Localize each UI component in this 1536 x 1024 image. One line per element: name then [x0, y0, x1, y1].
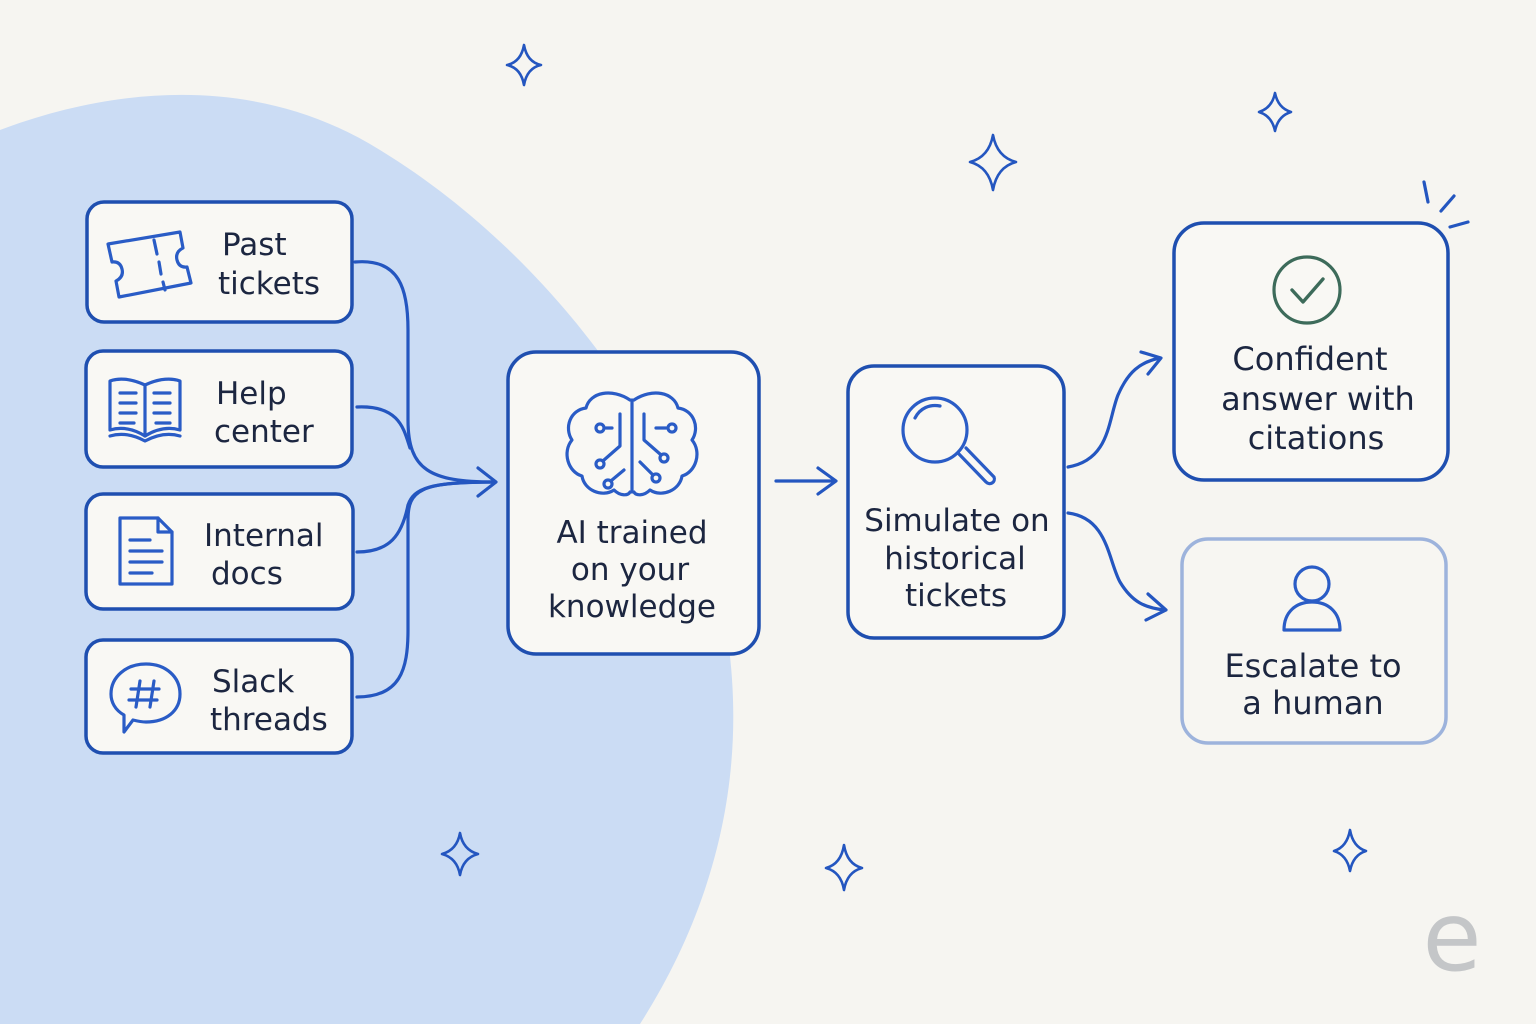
document-icon: [118, 516, 174, 586]
connector-past-tickets: [353, 260, 496, 484]
source-internal-docs: Internal docs: [84, 492, 355, 611]
source-label-line: docs: [211, 556, 283, 592]
source-label-line: Help: [216, 376, 287, 412]
person-icon: [1282, 565, 1342, 632]
source-label-line: tickets: [218, 266, 320, 302]
simulate-stage-label-line: Simulate on: [864, 503, 1049, 539]
source-past-tickets: Past tickets: [85, 200, 354, 324]
ai-stage-label-line: knowledge: [548, 589, 716, 625]
sparkle-icon: [440, 831, 480, 877]
stage-ai-trained: AI trained on your knowledge: [506, 350, 761, 656]
backdrop-blob: [0, 94, 734, 1024]
arrowhead: [1144, 592, 1168, 622]
sparkle-icon: [505, 43, 543, 87]
source-slack-threads: Slack threads: [84, 638, 354, 755]
ticket-icon: [106, 230, 193, 299]
outcome-confident: Confident answer with citations: [1172, 180, 1470, 482]
watermark-logo: e: [1422, 881, 1481, 993]
sparkle-icon: [824, 843, 864, 892]
connector-slack-threads: [355, 480, 496, 699]
confident-label-line: citations: [1248, 419, 1385, 457]
check-circle-icon: [1272, 255, 1342, 325]
ai-stage-label-line: AI trained: [556, 515, 707, 551]
magnifier-icon: [901, 396, 996, 486]
simulate-stage-label-line: tickets: [905, 578, 1007, 614]
arrowhead: [476, 466, 498, 498]
simulate-stage-label-line: historical: [884, 541, 1026, 577]
sparkle-icon: [1332, 828, 1368, 873]
connector-to-confident: [1066, 356, 1162, 469]
ai-stage-label-line: on your: [571, 552, 689, 588]
source-label-line: threads: [210, 702, 328, 738]
source-label-line: Past: [222, 227, 287, 263]
connectors: [353, 260, 1168, 699]
open-book-icon: [108, 377, 182, 443]
sparkle-icon: [968, 133, 1018, 192]
stage-simulate: Simulate on historical tickets: [846, 364, 1066, 640]
chat-hash-icon: [109, 662, 182, 734]
escalate-label-line: Escalate to: [1224, 647, 1401, 685]
confident-label-line: Confident: [1232, 340, 1387, 378]
sparkles: [440, 43, 1368, 892]
arrowhead: [1139, 350, 1163, 376]
brain-circuit-icon: [565, 391, 699, 497]
outcome-escalate: Escalate to a human: [1180, 537, 1448, 745]
connector-help-center: [355, 405, 412, 450]
sparkle-icon: [1257, 91, 1293, 133]
source-help-center: Help center: [84, 349, 354, 469]
source-label-line: Internal: [204, 518, 323, 554]
confident-label-line: answer with: [1221, 380, 1415, 418]
escalate-label-line: a human: [1242, 684, 1383, 722]
highlight-rays: [1422, 180, 1470, 229]
arrowhead: [816, 466, 838, 496]
connector-to-escalate: [1066, 511, 1167, 612]
source-label-line: Slack: [212, 664, 294, 700]
source-label-line: center: [214, 414, 314, 450]
